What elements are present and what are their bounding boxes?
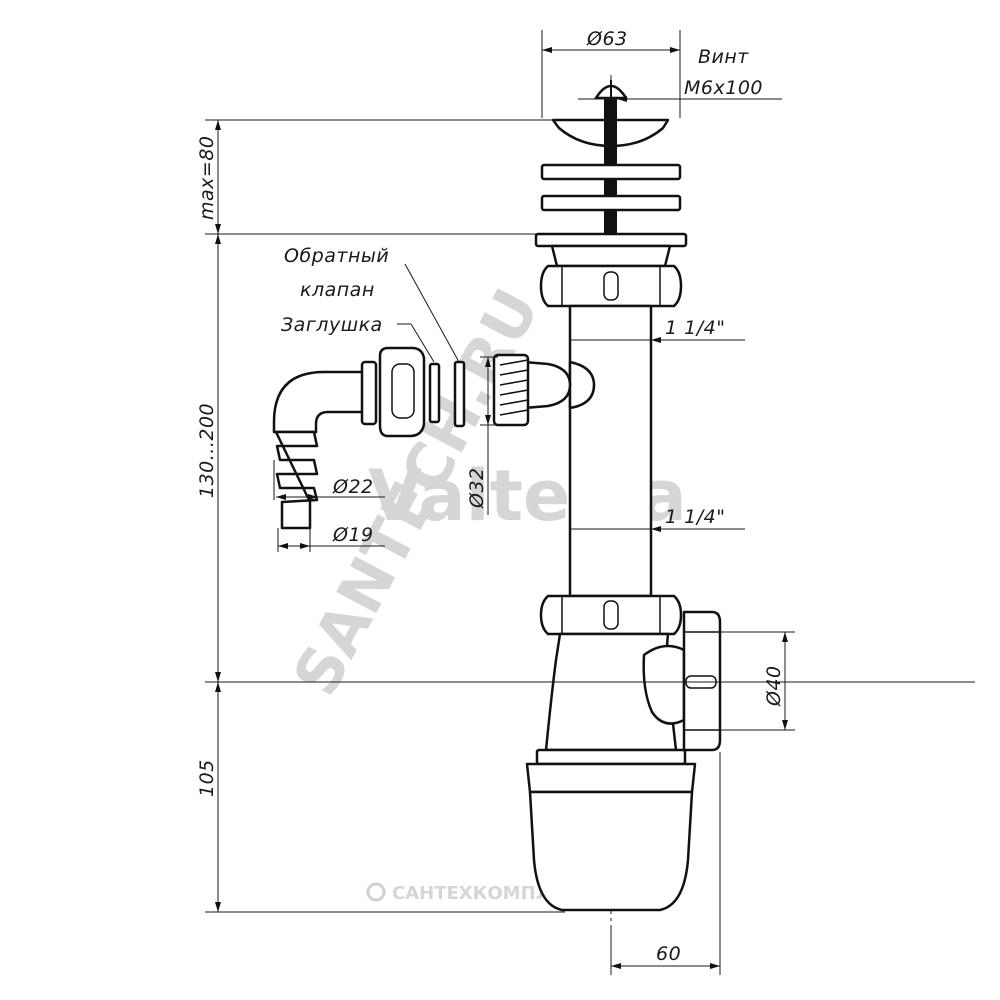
bottle-seal-band [535,748,687,766]
thread-line-2 [499,369,529,376]
dim-left-verticals: max=80 130...200 105 [196,119,975,913]
thread-callout-lower: 1 1/4" [651,506,745,532]
side-fitting-parts [272,346,466,530]
lower-nut-slot [603,600,619,630]
screw-size-label: М6х100 [684,77,763,99]
flange-diameter-label: Ø63 [586,28,628,50]
dim-outlet-diameter: Ø40 [720,631,795,731]
plug-label: Заглушка [281,314,383,336]
bottle-cup [528,790,694,912]
vertical-pipe [492,304,653,598]
side-inlet-diameter-label: Ø32 [466,467,488,509]
dim-width-60: 60 [610,752,721,975]
valve-label-line1: Обратный [284,245,389,267]
plug-disc [453,360,466,428]
bottom-height-label: 105 [196,759,218,797]
height-range-label: 130...200 [196,403,218,498]
outlet-neck [642,644,686,725]
plug-callout: Заглушка [281,314,435,363]
bottle-cap-ring [525,762,697,794]
dim-flange-diameter: Ø63 [541,28,681,118]
company-logo-icon [366,882,386,902]
elbow-collar [360,360,378,426]
valve-label-line2: клапан [300,279,375,301]
thread-upper-label: 1 1/4" [665,317,725,339]
side-union-nut-slot [391,363,415,419]
thread-line-1 [499,359,529,366]
elbow-outer-diameter-label: Ø22 [332,476,374,498]
dim-side-inlet-diameter: Ø32 [466,356,498,515]
pipe-body [568,304,653,598]
side-inlet-threaded-ring [492,353,530,427]
thread-lower-label: 1 1/4" [665,506,725,528]
thread-line-5 [499,399,529,406]
lower-union-nut [539,594,683,636]
upper-nut-slot [603,271,619,301]
bottle-body [525,610,722,912]
hose-barb [274,430,319,530]
check-valve-callout: Обратный клапан [284,245,460,363]
sink-flange [534,232,688,248]
thread-line-4 [499,389,529,396]
top-flange-assembly [534,80,688,268]
thread-callout-upper: 1 1/4" [651,317,745,343]
upper-washer [540,163,682,181]
elbow-inner-diameter-label: Ø19 [332,524,374,546]
upper-union-nut [539,264,683,308]
outlet-diameter-label: Ø40 [763,665,785,707]
thread-line-3 [499,379,529,386]
width-60-label: 60 [656,943,681,965]
screw-callout: Винт М6х100 [578,46,782,102]
thread-line-6 [499,409,529,416]
side-inlet-branch [568,360,596,410]
check-valve-disc [428,362,441,424]
flange-neck [550,244,672,268]
dim-elbow-diameters: Ø22 Ø19 [273,460,385,552]
max-height-label: max=80 [196,136,218,221]
hose-elbow [272,370,376,434]
lower-washer [540,194,682,212]
screw-title-label: Винт [698,46,749,68]
